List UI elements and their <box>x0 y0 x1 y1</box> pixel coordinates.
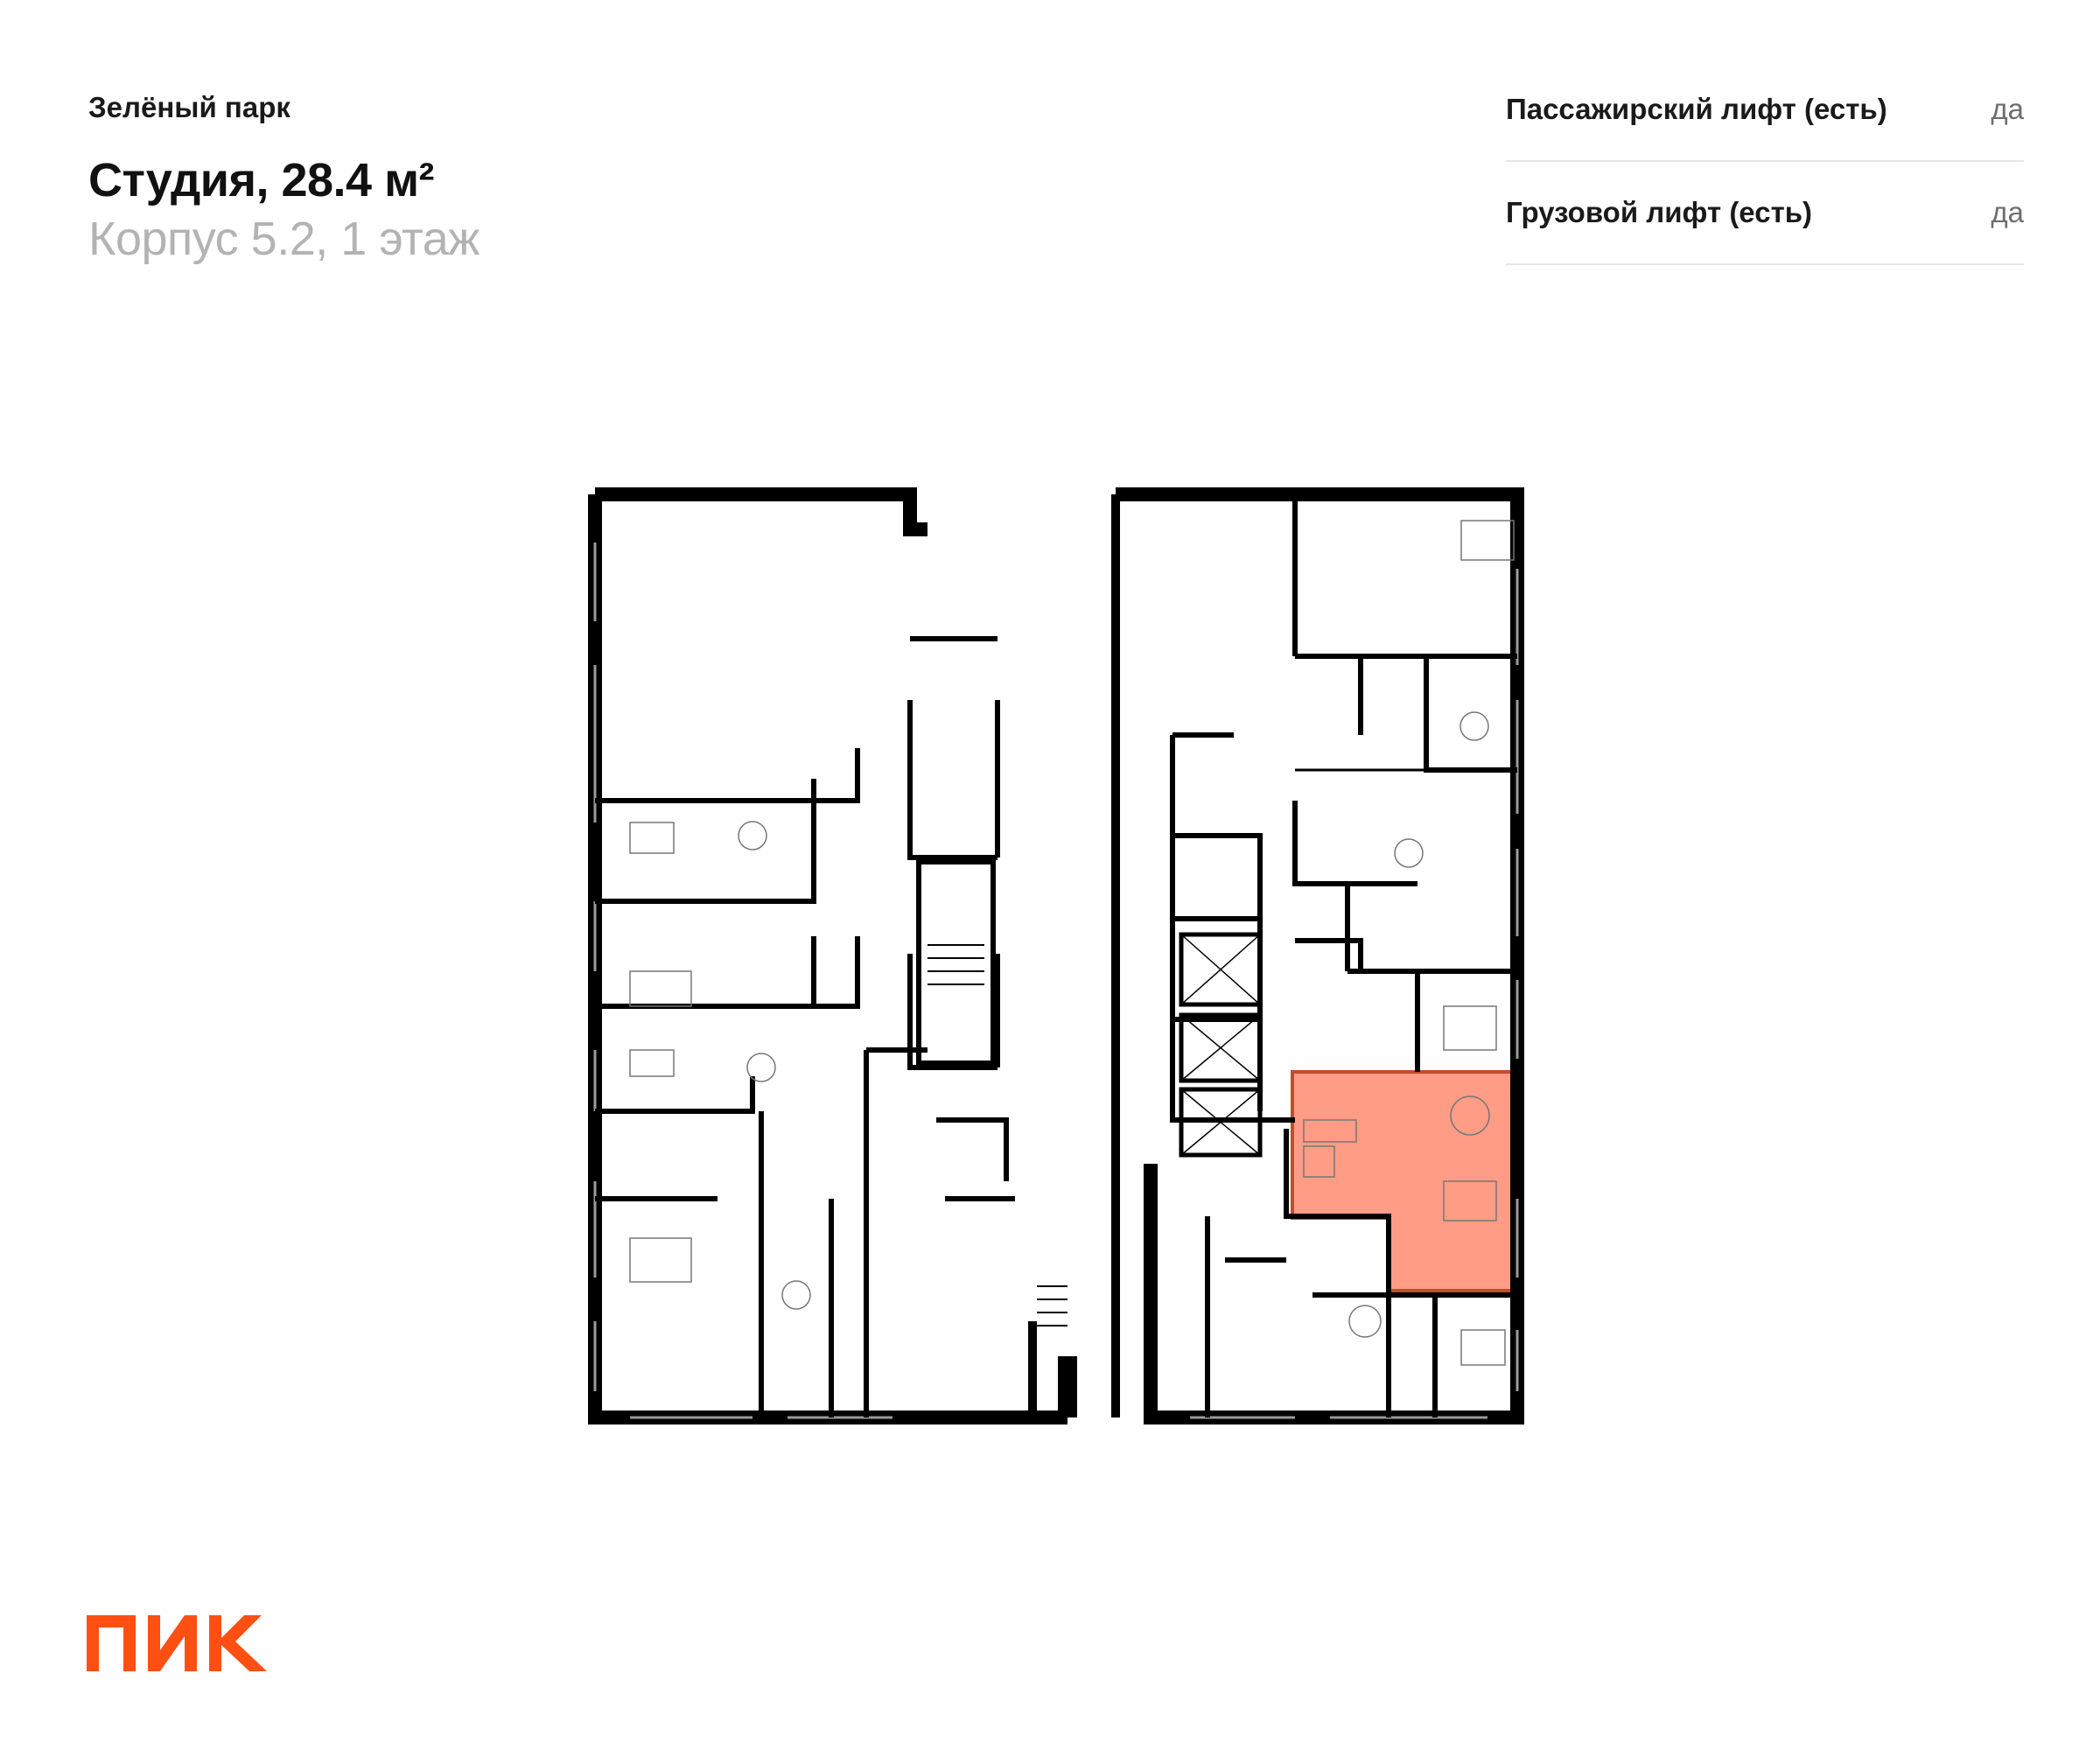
apartment-title: Студия, 28.4 м² <box>88 154 435 206</box>
floor-plan <box>588 487 1524 1424</box>
feature-label: Пассажирский лифт (есть) <box>1506 93 1887 125</box>
staircase <box>916 859 1068 1326</box>
windows <box>593 542 1519 1419</box>
pik-logo <box>87 1615 267 1671</box>
complex-name: Зелёный парк <box>88 91 290 123</box>
feature-row-freight-lift: Грузовой лифт (есть) да <box>1506 162 2024 265</box>
building-floor: Корпус 5.2, 1 этаж <box>88 213 480 265</box>
features-list: Пассажирский лифт (есть) да Грузовой лиф… <box>1506 59 2024 265</box>
feature-label: Грузовой лифт (есть) <box>1506 196 1813 228</box>
outer-walls <box>588 487 1524 1424</box>
interior-walls-left <box>595 636 1015 1418</box>
elevator-shafts <box>1179 932 1263 1158</box>
furniture <box>629 520 1515 1366</box>
feature-value: да <box>1991 196 2024 228</box>
feature-value: да <box>1991 93 2024 125</box>
feature-row-passenger-lift: Пассажирский лифт (есть) да <box>1506 59 2024 162</box>
interior-walls-right <box>1170 494 1517 1418</box>
